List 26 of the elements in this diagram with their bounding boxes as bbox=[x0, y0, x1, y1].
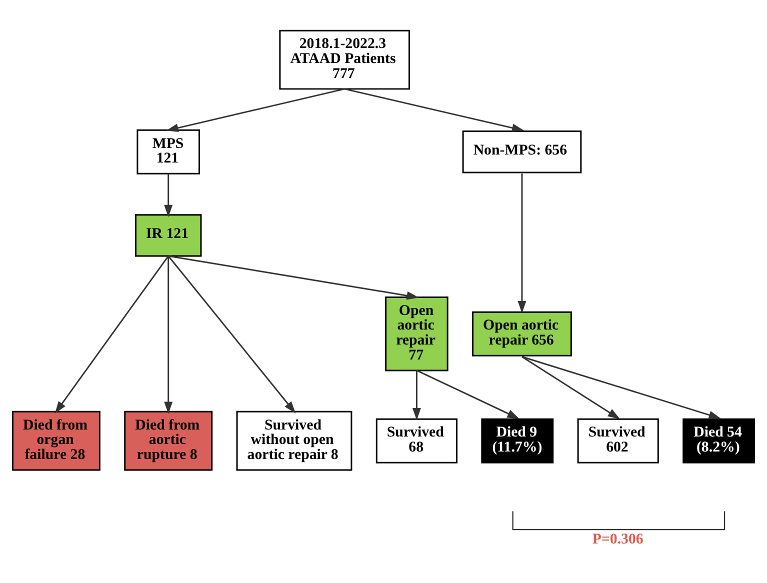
arrow bbox=[416, 370, 520, 419]
arrow bbox=[522, 356, 620, 420]
node-box: Died 54 (8.2%) bbox=[682, 418, 756, 464]
arrow bbox=[344, 88, 524, 132]
node-box: Open aortic repair 656 bbox=[472, 311, 572, 356]
arrow bbox=[164, 174, 173, 218]
node-box: Survived 68 bbox=[376, 418, 458, 464]
node-box: Died from organ failure 28 bbox=[12, 410, 100, 471]
arrow bbox=[168, 255, 419, 300]
node-box: Open aortic repair 77 bbox=[385, 296, 448, 372]
arrow bbox=[54, 256, 169, 414]
node-box: Survived without open aortic repair 8 bbox=[236, 410, 352, 471]
arrow bbox=[164, 256, 173, 414]
node-box: MPS 121 bbox=[136, 129, 200, 174]
arrow bbox=[518, 174, 526, 314]
arrow bbox=[168, 256, 296, 414]
arrow bbox=[522, 356, 721, 420]
label: P=0.306 bbox=[592, 532, 644, 548]
node-box: Died from aortic rupture 8 bbox=[124, 410, 213, 471]
node-box: Died 9 (11.7%) bbox=[481, 418, 554, 464]
node-box: Non-MPS: 656 bbox=[462, 130, 582, 174]
node-box: Survived 602 bbox=[577, 418, 659, 464]
node-box: 2018.1-2022.3 ATAAD Patients 777 bbox=[279, 30, 410, 90]
arrow bbox=[412, 370, 421, 420]
arrow bbox=[166, 88, 345, 132]
node-box: IR 121 bbox=[135, 214, 202, 257]
